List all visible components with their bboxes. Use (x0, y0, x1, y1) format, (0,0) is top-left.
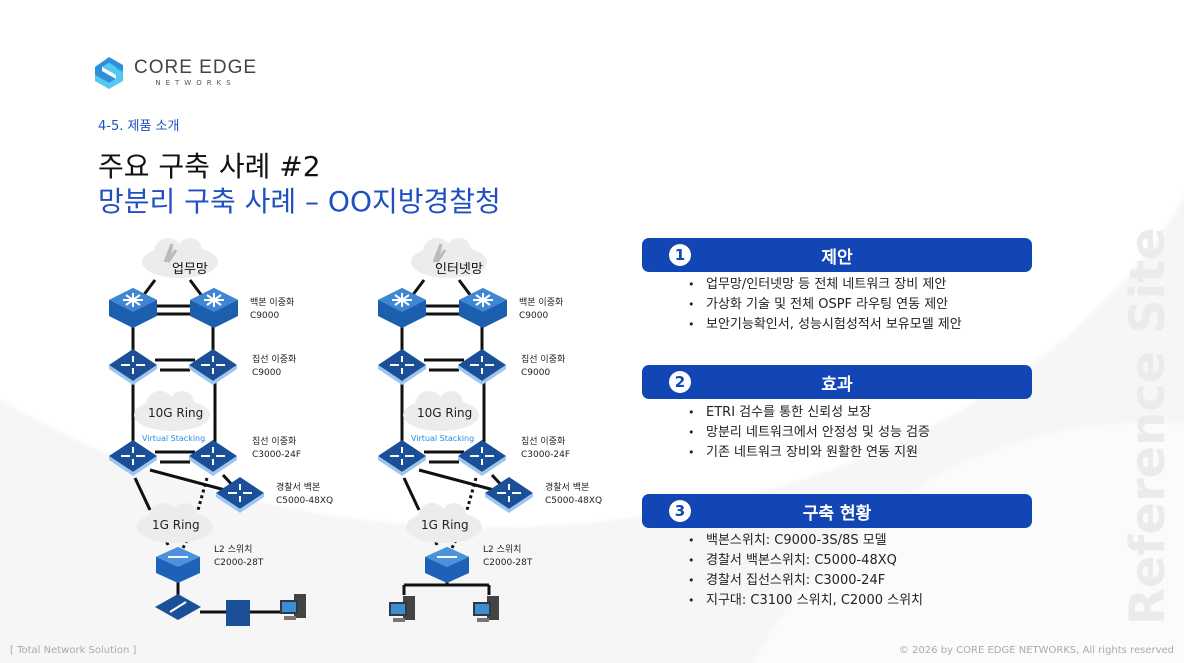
label: 백본 이중화 (250, 297, 294, 308)
ring-1g-label: 1G Ring (152, 518, 200, 532)
section-label: 4-5. 제품 소개 (98, 119, 180, 134)
list-item: 백본스위치: C9000-3S/8S 모델 (688, 531, 923, 551)
footer-copyright: © 2026 by CORE EDGE NETWORKS, All rights… (898, 645, 1174, 656)
phone-icon (226, 600, 250, 626)
label: C9000 (250, 311, 279, 321)
number-badge: 1 (669, 244, 691, 266)
logo: CORE EDGE NETWORKS (92, 55, 257, 91)
list-item: 업무망/인터넷망 등 전체 네트워크 장비 제안 (688, 275, 962, 295)
network-diagram: 업무망 10G Ring Virtual Stacking 1G Ring 백본… (108, 238, 602, 626)
label: C9000 (519, 311, 548, 321)
list-item: 지구대: C3100 스위치, C2000 스위치 (688, 591, 923, 611)
label: 집선 이중화 (521, 353, 565, 365)
label: C9000 (521, 368, 550, 378)
network-label: 업무망 (172, 262, 208, 277)
diagram-network-left: 업무망 10G Ring Virtual Stacking 1G Ring 백본… (108, 238, 333, 626)
ring-1g-label: 1G Ring (421, 518, 469, 532)
panel-title: 제안 (821, 247, 853, 268)
ring-10g-label: 10G Ring (417, 406, 472, 420)
number-badge: 2 (669, 371, 691, 393)
effect-list: ETRI 검수를 통한 신뢰성 보장 망분리 네트워크에서 안정성 및 성능 검… (688, 403, 930, 463)
label: C5000-48XQ (276, 496, 333, 506)
page-title: 주요 구축 사례 #2 (98, 150, 321, 183)
logo-icon (95, 57, 123, 89)
watermark: Reference Site (1120, 227, 1176, 625)
page-subtitle: 망분리 구축 사례 – OO지방경찰청 (98, 185, 501, 218)
label: 집선 이중화 (521, 435, 565, 447)
label: C9000 (252, 368, 281, 378)
logo-name: CORE EDGE (134, 57, 258, 78)
proposal-list: 업무망/인터넷망 등 전체 네트워크 장비 제안 가상화 기술 및 전체 OSP… (688, 275, 962, 335)
panel-header-proposal: 1 제안 (642, 238, 1032, 272)
list-item: 경찰서 집선스위치: C3000-24F (688, 571, 923, 591)
panel-title: 구축 현황 (802, 503, 872, 524)
number-badge: 3 (669, 500, 691, 522)
footer-left: [ Total Network Solution ] (10, 645, 137, 656)
list-item: 망분리 네트워크에서 안정성 및 성능 검증 (688, 423, 930, 443)
label: C2000-28T (214, 558, 264, 568)
logo-sub: NETWORKS (155, 79, 236, 87)
label: C5000-48XQ (545, 496, 602, 506)
panel-header-status: 3 구축 현황 (642, 494, 1032, 528)
label: L2 스위치 (214, 543, 252, 555)
panel-header-effect: 2 효과 (642, 365, 1032, 399)
list-item: 보안기능확인서, 성능시험성적서 보유모델 제안 (688, 315, 962, 335)
label: 경찰서 백본 (545, 481, 589, 493)
label: 집선 이중화 (252, 353, 296, 365)
list-item: ETRI 검수를 통한 신뢰성 보장 (688, 403, 930, 423)
list-item: 경찰서 백본스위치: C5000-48XQ (688, 551, 923, 571)
panel-title: 효과 (821, 374, 853, 395)
network-label: 인터넷망 (435, 262, 483, 277)
ring-10g-label: 10G Ring (148, 406, 203, 420)
label: 집선 이중화 (252, 435, 296, 447)
label: 백본 이중화 (519, 297, 563, 308)
status-list: 백본스위치: C9000-3S/8S 모델 경찰서 백본스위치: C5000-4… (688, 531, 923, 611)
virtual-stacking-label: Virtual Stacking (411, 434, 474, 443)
list-item: 기존 네트워크 장비와 원활한 연동 지원 (688, 443, 930, 463)
list-item: 가상화 기술 및 전체 OSPF 라우팅 연동 제안 (688, 295, 962, 315)
label: L2 스위치 (483, 543, 521, 555)
label: C3000-24F (252, 450, 301, 460)
virtual-stacking-label: Virtual Stacking (142, 434, 205, 443)
label: C3000-24F (521, 450, 570, 460)
diagram-network-right: 인터넷망 10G Ring Virtual Stacking 1G Ring 백… (377, 238, 602, 622)
label: 경찰서 백본 (276, 481, 320, 493)
label: C2000-28T (483, 558, 533, 568)
